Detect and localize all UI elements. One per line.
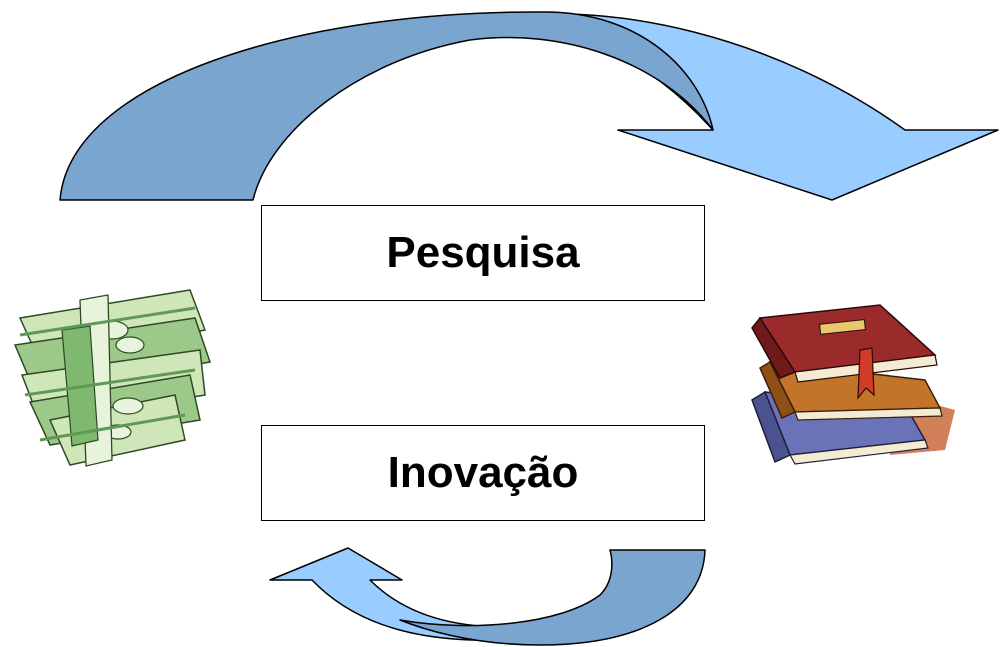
research-label: Pesquisa [386, 228, 580, 277]
research-box: Pesquisa [261, 205, 705, 301]
innovation-box: Inovação [261, 425, 705, 521]
books-stack-icon [751, 304, 955, 465]
bottom-arrow-dark-part [399, 549, 706, 646]
top-arrow-light-part [467, 13, 999, 201]
money-stack-icon [13, 289, 211, 467]
top-arrow-dark-part [59, 11, 714, 201]
innovation-label: Inovação [387, 448, 579, 497]
top-curved-arrow [59, 11, 999, 201]
bottom-curved-arrow [269, 547, 706, 646]
